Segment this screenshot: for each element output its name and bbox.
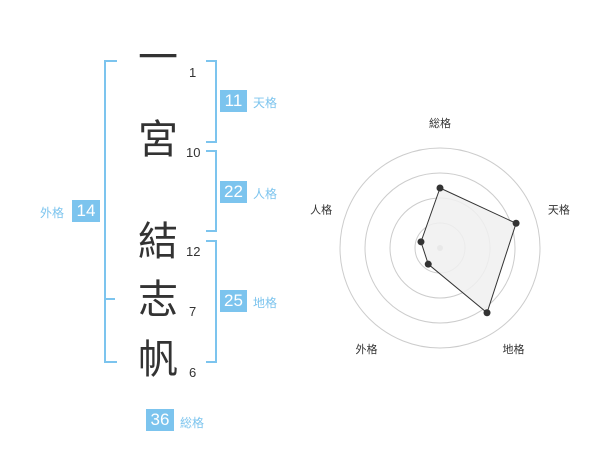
radar-ring (364, 172, 516, 324)
gaikaku-badge: 14 (72, 200, 100, 222)
radar-ring (339, 147, 541, 349)
stroke-count-1: 1 (189, 65, 197, 80)
stroke-count-2: 10 (186, 145, 201, 160)
chikaku-bracket (206, 240, 217, 363)
radar-axis-label-1: 総格 (429, 116, 451, 130)
tenkaku-label: 天格 (253, 96, 278, 110)
jinkaku-label: 人格 (253, 187, 278, 201)
tenkaku-badge: 11 (220, 90, 247, 112)
gaikaku-label: 外格 (40, 206, 65, 220)
name-char-2: 宮 (138, 117, 178, 163)
radar-point-1 (436, 184, 444, 192)
name-char-3: 結 (138, 219, 178, 265)
name-char-4: 志 (138, 277, 178, 323)
jinkaku-bracket (206, 150, 217, 232)
stroke-count-4: 7 (189, 304, 197, 319)
soukaku-badge: 36 (146, 409, 174, 431)
radar-axis-label-2: 天格 (548, 202, 570, 216)
stroke-count-3: 12 (186, 244, 201, 259)
radar-series-polygon (420, 187, 517, 314)
radar-point-3 (483, 309, 491, 317)
tenkaku-bracket (206, 60, 217, 143)
name-char-1: 一 (138, 35, 178, 81)
radar-axis-label-5: 人格 (310, 202, 332, 216)
radar-point-2 (512, 219, 520, 227)
stroke-count-5: 6 (189, 365, 197, 380)
soukaku-label: 総格 (180, 416, 205, 430)
radar-axis-label-3: 地格 (502, 342, 524, 356)
radar-axis-label-4: 外格 (356, 342, 378, 356)
chikaku-badge: 25 (220, 290, 247, 312)
radar-point-4 (424, 260, 432, 268)
jinkaku-badge: 22 (220, 181, 247, 203)
chikaku-label: 地格 (253, 296, 278, 310)
name-char-5: 帆 (138, 337, 178, 383)
radar-point-5 (417, 238, 425, 246)
gaikaku-bracket (104, 60, 117, 363)
gaikaku-bracket-divider (104, 298, 115, 300)
